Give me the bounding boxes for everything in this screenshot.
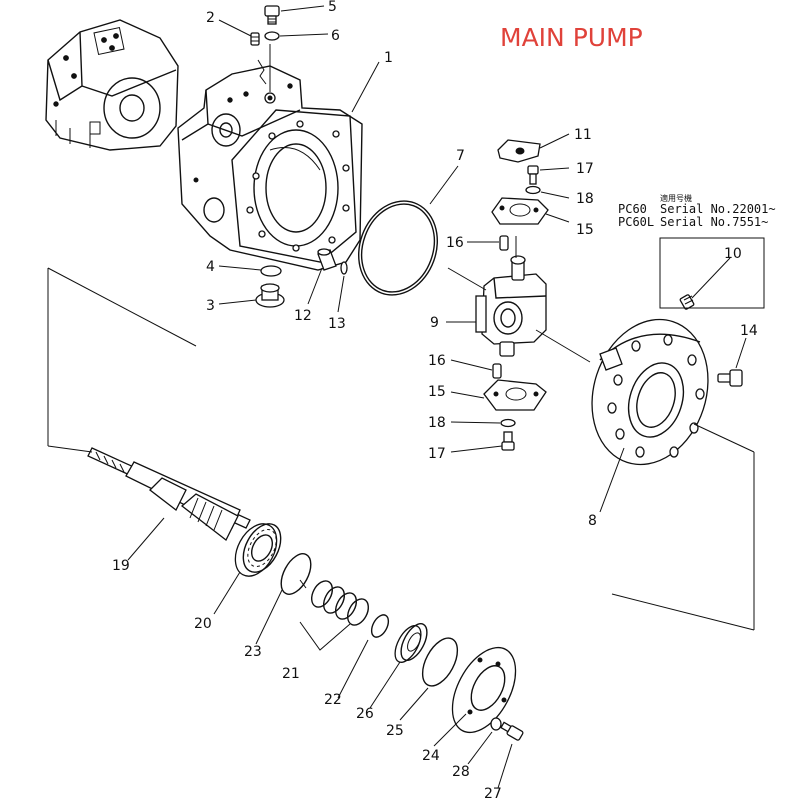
o-ring-25 <box>421 637 459 687</box>
callout-14: 14 <box>740 323 758 339</box>
callout-8: 8 <box>588 513 597 529</box>
callout-24: 24 <box>422 748 440 764</box>
pin-16-lower <box>492 363 502 379</box>
callout-22: 22 <box>324 692 342 708</box>
pump-housing <box>177 59 363 271</box>
plug-2 <box>250 32 260 46</box>
callout-9: 9 <box>430 315 439 331</box>
o-ring-7 <box>357 200 439 296</box>
bolt-14 <box>717 369 743 387</box>
bolt-17-upper <box>527 165 539 185</box>
callout-3: 3 <box>206 298 215 314</box>
callout-18-upper: 18 <box>576 191 594 207</box>
callout-16-upper: 16 <box>446 235 464 251</box>
callout-19: 19 <box>112 558 130 574</box>
washer-18-lower <box>500 418 516 428</box>
pin-12 <box>317 248 337 271</box>
callout-6: 6 <box>331 28 340 44</box>
ring-13 <box>340 261 348 275</box>
serial-number-2: Serial No.7551~ <box>660 215 768 229</box>
callout-17-upper: 17 <box>576 161 594 177</box>
callout-18-lower: 18 <box>428 415 446 431</box>
callout-13: 13 <box>328 316 346 332</box>
serial-model-2: PC60L <box>618 215 654 229</box>
serial-model-1: PC60 <box>618 202 647 216</box>
bearing-support-15-lower <box>483 379 547 411</box>
cover-24 <box>451 646 517 734</box>
swash-plate-9 <box>475 255 547 357</box>
snap-ring-23 <box>280 553 312 595</box>
snap-ring-22 <box>370 614 390 638</box>
reference-pump-view <box>45 19 179 151</box>
o-ring-4 <box>260 265 282 277</box>
washer-18-upper <box>525 185 541 195</box>
spacers-21 <box>310 580 370 626</box>
callout-1: 1 <box>384 50 393 66</box>
callout-15-lower: 15 <box>428 384 446 400</box>
callout-20: 20 <box>194 616 212 632</box>
diagram-title: MAIN PUMP <box>500 23 643 52</box>
callout-12: 12 <box>294 308 312 324</box>
callout-2: 2 <box>206 10 215 26</box>
assembly-guide-lines <box>47 44 755 631</box>
callout-7: 7 <box>456 148 465 164</box>
callout-23: 23 <box>244 644 262 660</box>
callout-21: 21 <box>282 666 300 682</box>
bearing-20 <box>234 523 282 577</box>
valve-10 <box>679 294 695 310</box>
callout-15-upper: 15 <box>576 222 594 238</box>
pin-16-upper <box>499 235 509 251</box>
washer-28 <box>490 717 502 731</box>
cap-11 <box>497 139 541 163</box>
callout-16-lower: 16 <box>428 353 446 369</box>
serial-number-1: Serial No.22001~ <box>660 202 776 216</box>
callout-10: 10 <box>724 246 742 262</box>
bolt-17-lower <box>501 431 515 451</box>
callout-28: 28 <box>452 764 470 780</box>
plug-3 <box>255 283 285 308</box>
serial-bracket <box>659 237 765 309</box>
bolt-27 <box>500 721 524 741</box>
callout-25: 25 <box>386 723 404 739</box>
callout-27: 27 <box>484 786 502 800</box>
cover-bolt-holes <box>607 334 705 458</box>
o-ring-6 <box>264 31 280 41</box>
callout-numbers: 1 2 3 4 5 6 7 8 9 10 11 12 13 14 15 15 1… <box>112 0 758 800</box>
plug-screw-5 <box>264 5 280 25</box>
callout-11: 11 <box>574 127 592 143</box>
bearing-support-15-upper <box>491 197 549 225</box>
leader-lines <box>127 5 747 789</box>
callout-17-lower: 17 <box>428 446 446 462</box>
end-cover-8 <box>591 318 709 466</box>
callout-5: 5 <box>328 0 337 15</box>
drive-shaft-19 <box>87 447 251 541</box>
bearing-26 <box>394 623 428 663</box>
callout-26: 26 <box>356 706 374 722</box>
callout-4: 4 <box>206 259 215 275</box>
serial-note-heading: 適用号機 <box>660 193 692 203</box>
